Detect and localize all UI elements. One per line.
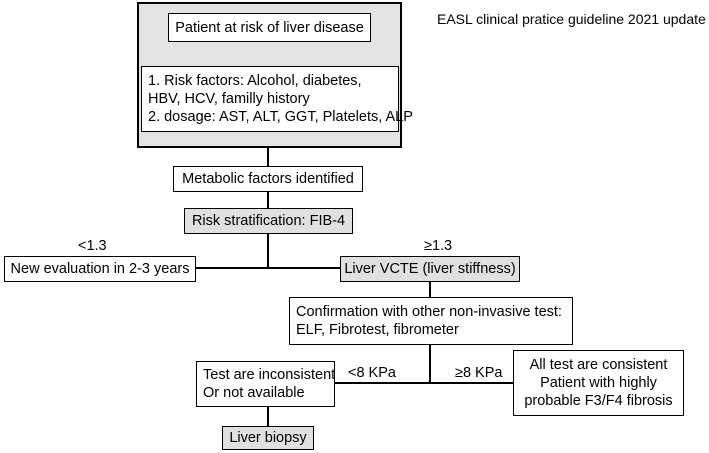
patient-at-risk-box: Patient at risk of liver disease [168, 13, 371, 42]
edge-label-high: ≥1.3 [424, 238, 453, 254]
fib4-stratification-box: Risk stratification: FIB-4 [184, 208, 353, 234]
consistent-tests-box: All test are consistent Patient with hig… [513, 350, 684, 416]
consistent-line-1: All test are consistent [529, 357, 668, 373]
inconsistent-tests-box: Test are inconsistent Or not available [196, 361, 335, 407]
confirmation-line-1: Confirmation with other non-invasive tes… [296, 304, 562, 320]
liver-vcte-box: Liver VCTE (liver stiffness) [340, 256, 520, 282]
inconsistent-line-1: Test are inconsistent [203, 367, 336, 383]
confirmation-test-box: Confirmation with other non-invasive tes… [289, 297, 573, 345]
edge-label-ge8: ≥8 KPa [455, 365, 503, 381]
risk-factors-box: 1. Risk factors: Alcohol, diabetes, HBV,… [141, 66, 413, 132]
edge-label-lt8: <8 KPa [348, 365, 396, 381]
edge-label-low: <1.3 [78, 238, 107, 254]
risk-factors-line-1: 1. Risk factors: Alcohol, diabetes, [148, 73, 362, 89]
new-evaluation-box: New evaluation in 2-3 years [4, 256, 196, 282]
consistent-line-3: probable F3/F4 fibrosis [524, 393, 673, 409]
liver-biopsy-box: Liver biopsy [222, 426, 314, 450]
consistent-line-2: Patient with highly [540, 375, 657, 391]
risk-factors-line-3: 2. dosage: AST, ALT, GGT, Platelets, ALP [148, 109, 413, 125]
metabolic-factors-box: Metabolic factors identified [173, 166, 363, 192]
guideline-title: EASL clinical pratice guideline 2021 upd… [437, 11, 706, 27]
inconsistent-line-2: Or not available [203, 385, 305, 401]
confirmation-line-2: ELF, Fibrotest, fibrometer [296, 322, 459, 338]
risk-factors-line-2: HBV, HCV, familly history [148, 91, 310, 107]
